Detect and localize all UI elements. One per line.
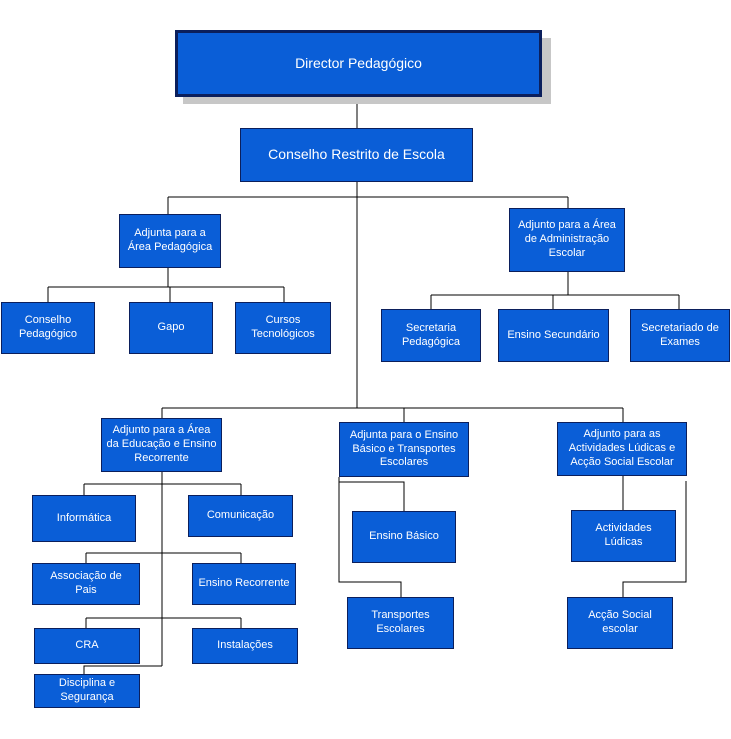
node-adj-actividades: Adjunto para as Actividades Lúdicas e Ac… [557,422,687,476]
node-gapo: Gapo [129,302,213,354]
node-conselho-pedagogico: Conselho Pedagógico [1,302,95,354]
node-gapo-label: Gapo [157,321,185,334]
node-instalacoes: Instalações [192,628,298,664]
node-transportes-escolares: Transportes Escolares [347,597,454,649]
node-conselho-pedagogico-label: Conselho Pedagógico [18,314,78,340]
node-actividades-ludicas: Actividades Lúdicas [571,510,676,562]
node-comunicacao: Comunicação [188,495,293,537]
node-adj-educacao: Adjunto para a Área da Educação e Ensino… [101,418,222,472]
node-director: Director Pedagógico [175,30,542,97]
connector [339,481,405,511]
node-ensino-recorrente-label: Ensino Recorrente [198,577,290,590]
node-associacao-pais-label: Associação de Pais [50,570,122,596]
node-actividades-ludicas-label: Actividades Lúdicas [595,522,652,548]
node-instalacoes-label: Instalações [217,639,273,652]
node-adj-actividades-label: Adjunto para as Actividades Lúdicas e Ac… [568,428,676,468]
node-adj-educacao-label: Adjunto para a Área da Educação e Ensino… [106,424,217,464]
node-ensino-recorrente: Ensino Recorrente [192,563,296,605]
node-ensino-secundario-label: Ensino Secundário [507,328,600,341]
connector [338,477,402,597]
node-adj-administracao: Adjunto para a Área de Administração Esc… [509,208,625,272]
node-transportes-escolares-label: Transportes Escolares [371,609,430,635]
node-associacao-pais: Associação de Pais [32,563,140,605]
node-disciplina-seguranca-label: Disciplina e Segurança [58,677,116,703]
node-cra-label: CRA [75,639,99,652]
node-cra: CRA [34,628,140,664]
node-accao-social: Acção Social escolar [567,597,673,649]
node-ensino-basico-label: Ensino Básico [369,530,439,543]
node-secretariado-exames: Secretariado de Exames [630,309,730,362]
node-adj-administracao-label: Adjunto para a Área de Administração Esc… [518,219,616,259]
node-disciplina-seguranca: Disciplina e Segurança [34,674,140,708]
node-adj-ensino-basico-label: Adjunta para o Ensino Básico e Transport… [349,428,459,469]
node-adj-ensino-basico: Adjunta para o Ensino Básico e Transport… [339,422,469,477]
node-adj-pedagogica: Adjunta para a Área Pedagógica [119,214,221,268]
node-informatica: Informática [32,495,136,542]
node-secretaria-pedagogica: Secretaria Pedagógica [381,309,481,362]
node-cursos-tecnologicos: Cursos Tecnológicos [235,302,331,354]
node-informatica-label: Informática [56,511,112,524]
node-accao-social-label: Acção Social escolar [588,609,652,635]
node-secretaria-pedagogica-label: Secretaria Pedagógica [401,321,461,348]
node-cursos-tecnologicos-label: Cursos Tecnológicos [251,314,315,340]
connector [83,665,162,674]
node-comunicacao-label: Comunicação [206,509,275,522]
node-council: Conselho Restrito de Escola [240,128,473,182]
node-ensino-basico: Ensino Básico [352,511,456,563]
node-ensino-secundario: Ensino Secundário [498,309,609,362]
node-secretariado-exames-label: Secretariado de Exames [641,321,719,348]
node-council-label: Conselho Restrito de Escola [268,146,445,163]
node-director-label: Director Pedagógico [295,54,422,71]
node-adj-pedagogica-label: Adjunta para a Área Pedagógica [127,227,213,253]
connector [622,481,687,597]
